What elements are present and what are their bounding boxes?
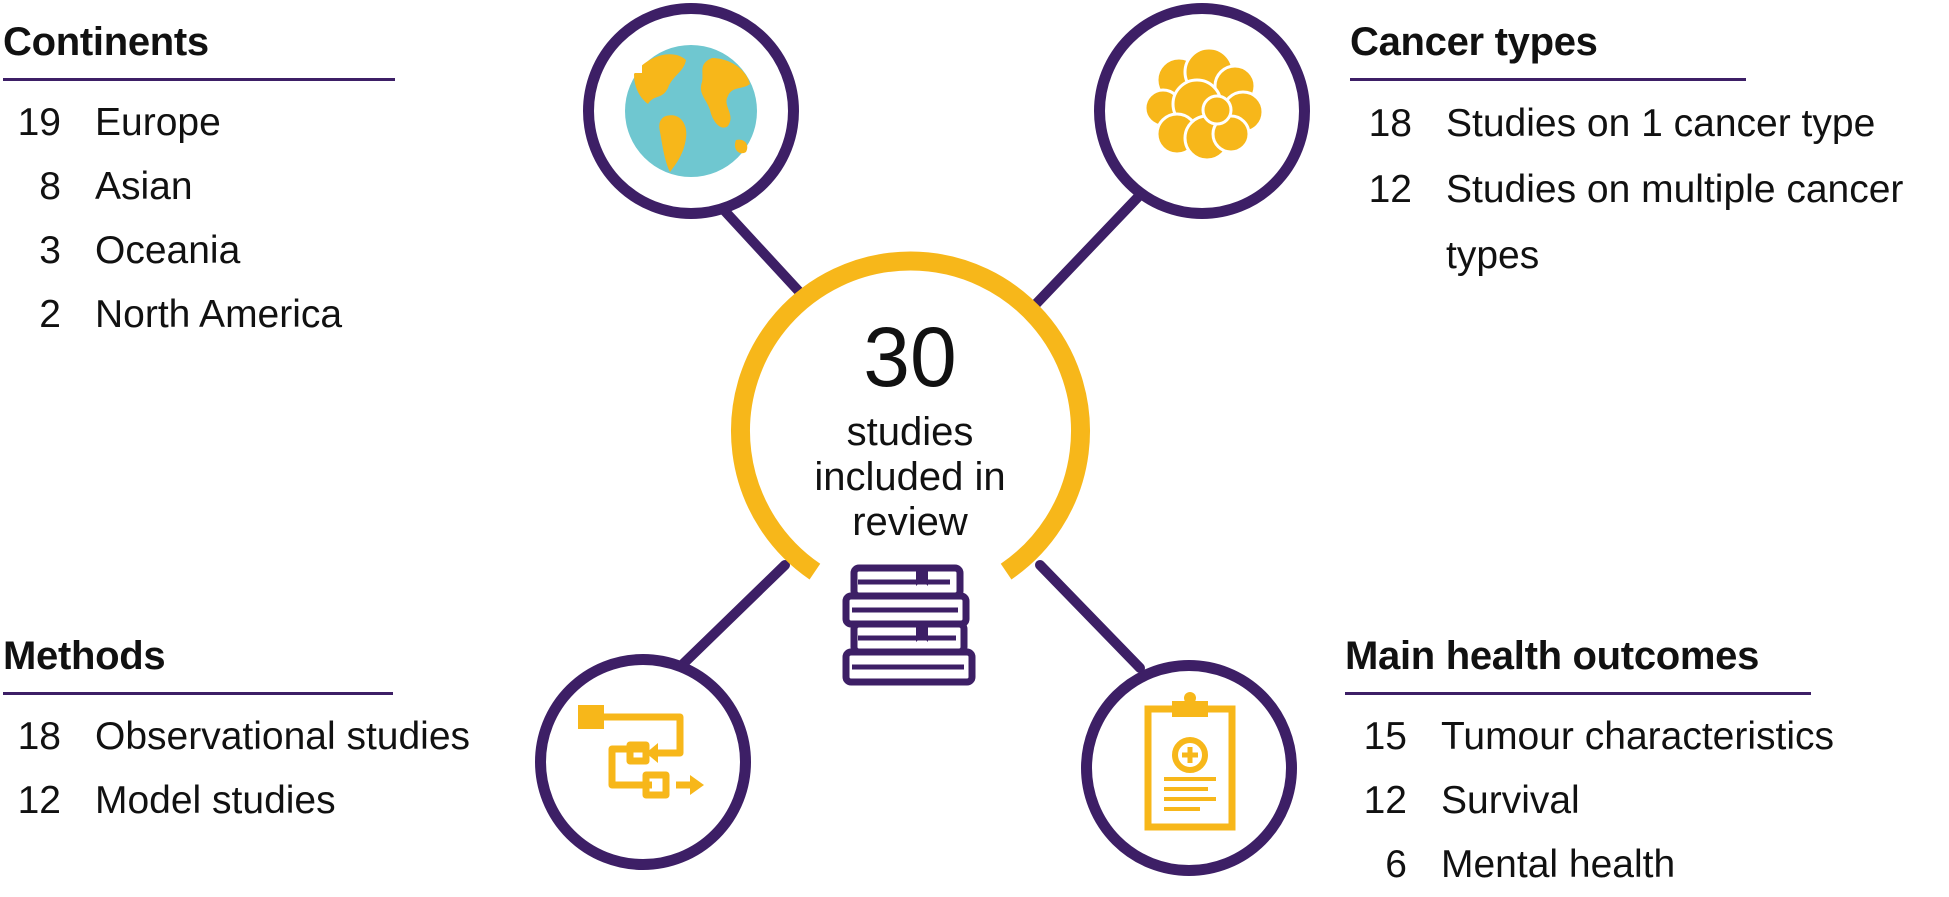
list-item: 6 Mental health — [1345, 833, 1945, 897]
item-label: Mental health — [1441, 843, 1676, 886]
item-label: Observational studies — [95, 715, 471, 758]
list-item: 19 Europe — [3, 91, 395, 155]
cancer-types-title: Cancer types — [1350, 20, 1598, 64]
connector-cancer — [1030, 190, 1145, 310]
item-count: 8 — [39, 165, 61, 208]
item-count: 18 — [17, 715, 61, 758]
connector-methods — [677, 560, 790, 670]
list-item: 15 Tumour characteristics — [1345, 705, 1945, 769]
item-label: Oceania — [95, 229, 241, 272]
cells-icon — [1143, 46, 1265, 162]
clipboard-icon — [1144, 692, 1236, 831]
list-item: 12 Survival — [1345, 769, 1945, 833]
item-label: Model studies — [95, 779, 336, 822]
item-count: 18 — [1368, 102, 1412, 145]
connector-outcomes — [1035, 560, 1145, 673]
item-count: 19 — [17, 101, 61, 144]
continents-divider — [3, 78, 395, 81]
outcomes-icon-circle — [1081, 660, 1297, 876]
list-item: 2 North America — [3, 283, 395, 347]
continents-title: Continents — [3, 20, 209, 64]
books-icon — [842, 564, 976, 686]
list-item: 3 Oceania — [3, 219, 395, 283]
total-study-count: 30 — [863, 310, 957, 404]
item-count: 2 — [39, 293, 61, 336]
continents-panel: Continents 19 Europe 8 Asian 3 Oceania 2 Nor… — [3, 18, 395, 347]
outcomes-divider — [1345, 692, 1811, 695]
list-item: 18 Observational studies — [3, 705, 503, 769]
item-label: Studies on 1 cancer type — [1446, 102, 1876, 145]
item-count: 12 — [17, 779, 61, 822]
methods-title: Methods — [3, 634, 166, 678]
center-summary: 30 studies included in review — [780, 312, 1040, 545]
flowchart-icon — [578, 705, 704, 799]
item-count: 3 — [39, 229, 61, 272]
item-label: Survival — [1441, 779, 1580, 822]
item-count: 15 — [1363, 715, 1407, 758]
cancer-types-icon-circle — [1094, 3, 1310, 219]
item-count: 12 — [1368, 168, 1412, 211]
item-label: Tumour characteristics — [1441, 715, 1834, 758]
item-label: North America — [95, 293, 343, 336]
item-label: Asian — [95, 165, 193, 208]
outcomes-title: Main health outcomes — [1345, 634, 1760, 678]
continents-icon-circle — [583, 3, 799, 219]
outcomes-panel: Main health outcomes 15 Tumour characteri… — [1345, 632, 1945, 897]
list-item: 12 Studies on multiple cancer types — [1350, 157, 1949, 289]
methods-divider — [3, 692, 393, 695]
globe-icon — [625, 45, 757, 177]
cancer-types-divider — [1350, 78, 1746, 81]
methods-icon-circle — [535, 654, 751, 870]
item-count: 12 — [1363, 779, 1407, 822]
total-study-caption: studies included in review — [814, 410, 1006, 544]
item-label: Studies on multiple cancer types — [1446, 168, 1904, 277]
item-label: Europe — [95, 101, 221, 144]
list-item: 12 Model studies — [3, 769, 503, 833]
center-ring — [731, 251, 1090, 580]
item-count: 6 — [1385, 843, 1407, 886]
list-item: 18 Studies on 1 cancer type — [1350, 91, 1949, 157]
methods-panel: Methods 18 Observational studies 12 Model … — [3, 632, 503, 833]
list-item: 8 Asian — [3, 155, 395, 219]
